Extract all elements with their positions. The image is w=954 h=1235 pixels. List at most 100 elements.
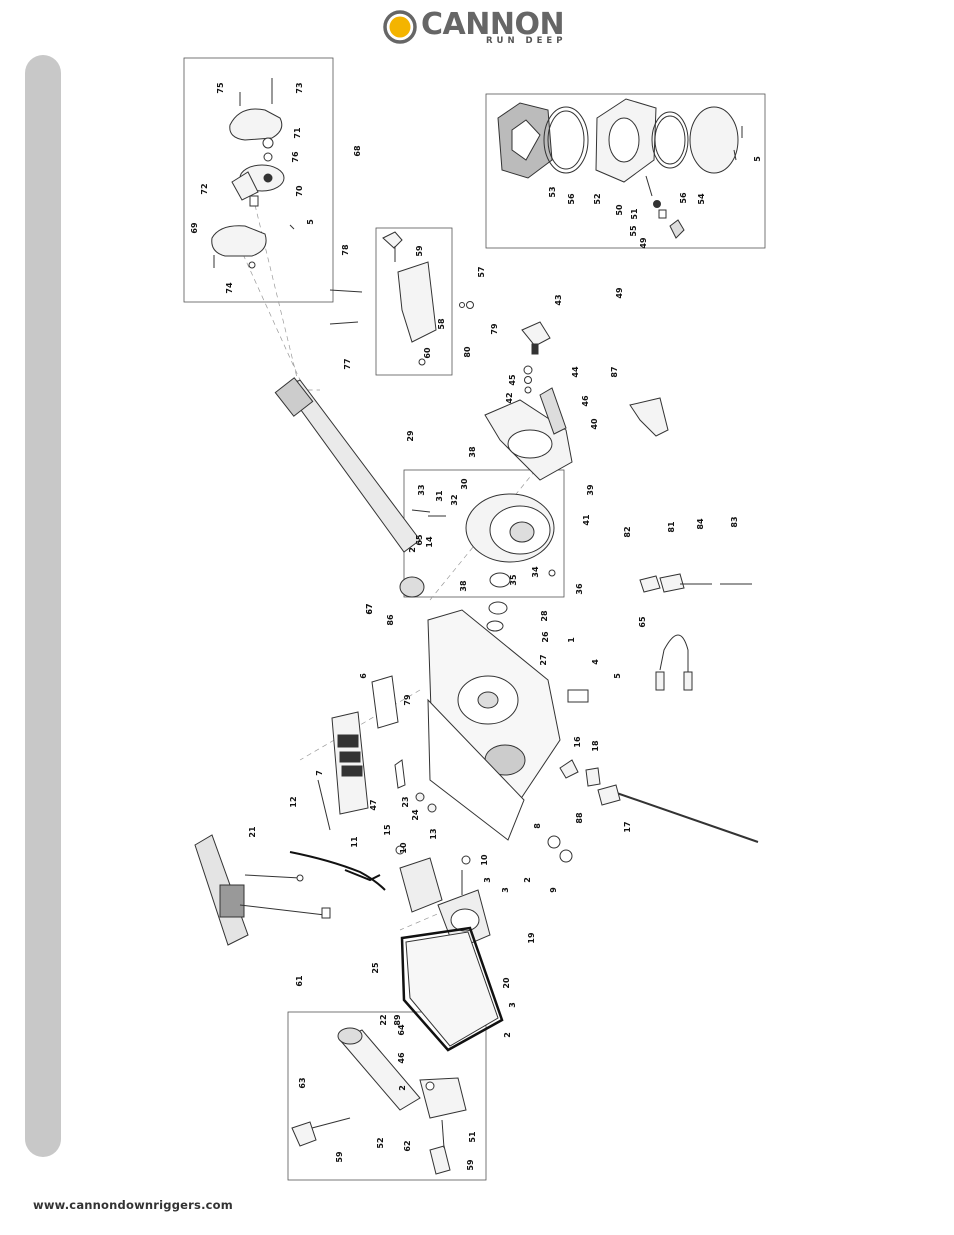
part-label-32: 32	[450, 494, 459, 505]
part-label-65: 65	[638, 616, 647, 628]
part-label-63: 63	[298, 1077, 307, 1088]
part-label-57: 57	[477, 266, 486, 277]
part-label-53: 53	[548, 186, 557, 197]
part-label-10: 10	[399, 842, 408, 854]
part-label-79: 79	[403, 694, 412, 706]
clutch-housing	[484, 321, 669, 481]
part-label-3: 3	[508, 1002, 517, 1008]
wire-harness	[289, 851, 386, 891]
part-label-83: 83	[730, 516, 739, 527]
spool-assembly	[411, 493, 556, 632]
part-label-30: 30	[460, 478, 469, 490]
part-label-2: 2	[398, 1085, 407, 1091]
part-label-1: 1	[567, 637, 576, 643]
part-label-84: 84	[696, 518, 705, 530]
part-label-24: 24	[411, 809, 420, 821]
part-label-62: 62	[403, 1140, 412, 1151]
part-label-2: 2	[408, 547, 417, 553]
part-label-59: 59	[466, 1159, 475, 1171]
part-label-60: 60	[423, 347, 432, 359]
part-label-51: 51	[468, 1131, 477, 1143]
gasket-plate-set	[497, 98, 743, 239]
part-label-2: 2	[503, 1032, 512, 1038]
part-label-81: 81	[667, 521, 676, 533]
part-label-9: 9	[549, 887, 558, 893]
part-label-61: 61	[295, 975, 304, 987]
rod-holder-assembly	[291, 1027, 467, 1175]
part-label-86: 86	[386, 614, 395, 626]
part-label-13: 13	[429, 828, 438, 839]
part-label-36: 36	[575, 583, 584, 595]
part-label-38: 38	[468, 446, 477, 458]
part-label-69: 69	[190, 222, 199, 234]
part-label-89: 89	[393, 1014, 402, 1026]
part-label-8: 8	[533, 823, 542, 829]
part-label-64: 64	[397, 1024, 406, 1036]
part-label-49: 49	[639, 237, 648, 249]
part-label-23: 23	[401, 796, 410, 807]
handle-knob-assembly	[211, 78, 295, 269]
inset-box-68	[183, 57, 334, 303]
part-label-42: 42	[505, 392, 514, 403]
part-label-7: 7	[315, 770, 324, 776]
lock-block-assembly	[329, 231, 474, 366]
part-label-6: 6	[359, 673, 368, 679]
part-label-2: 2	[523, 877, 532, 883]
logo-wordmark: CANNON	[421, 7, 565, 42]
part-label-31: 31	[435, 490, 444, 502]
part-label-67: 67	[365, 603, 374, 614]
part-label-27: 27	[539, 654, 548, 665]
part-label-21: 21	[248, 826, 257, 838]
part-label-28: 28	[540, 610, 549, 622]
part-label-88: 88	[575, 812, 584, 824]
loose-parts	[415, 573, 759, 863]
part-label-70: 70	[295, 185, 304, 197]
part-label-3: 3	[483, 877, 492, 883]
logo-tagline: RUN DEEP	[486, 36, 567, 46]
part-label-15: 15	[383, 824, 392, 836]
part-label-54: 54	[697, 193, 706, 205]
part-label-44: 44	[571, 366, 580, 378]
part-label-29: 29	[406, 430, 415, 442]
part-label-18: 18	[591, 740, 600, 752]
part-label-10: 10	[480, 854, 489, 866]
part-label-14: 14	[425, 536, 434, 548]
part-label-5: 5	[306, 219, 315, 225]
motor-assembly	[395, 845, 491, 951]
part-label-17: 17	[623, 821, 632, 832]
part-label-26: 26	[541, 631, 550, 643]
footer-url[interactable]: www.cannondownriggers.com	[33, 1198, 233, 1212]
base-plate	[405, 931, 499, 1047]
part-label-11: 11	[350, 836, 359, 848]
part-label-55: 55	[629, 225, 638, 237]
cannon-logo: CANNON RUN DEEP	[383, 6, 583, 50]
part-label-59: 59	[415, 245, 424, 257]
part-label-75: 75	[216, 82, 225, 94]
part-label-33: 33	[417, 484, 426, 495]
part-label-5: 5	[613, 673, 622, 679]
part-label-50: 50	[615, 204, 624, 216]
part-label-45: 45	[508, 374, 517, 386]
part-label-52: 52	[376, 1137, 385, 1148]
part-label-87: 87	[610, 366, 619, 377]
part-label-80: 80	[463, 346, 472, 358]
part-label-16: 16	[573, 736, 582, 748]
part-label-47: 47	[369, 799, 378, 810]
page-side-bar	[25, 55, 61, 1157]
part-label-3: 3	[501, 887, 510, 893]
part-label-40: 40	[590, 418, 599, 430]
part-label-49: 49	[615, 287, 624, 299]
base-gasket	[400, 926, 504, 1052]
part-label-41: 41	[582, 514, 591, 526]
part-label-38: 38	[459, 580, 468, 592]
part-label-74: 74	[225, 282, 234, 294]
inset-box-49	[485, 93, 766, 249]
part-label-34: 34	[531, 566, 540, 578]
part-label-58: 58	[437, 318, 446, 330]
part-label-4: 4	[591, 659, 600, 665]
part-label-82: 82	[623, 526, 632, 537]
part-label-79: 79	[490, 323, 499, 335]
part-label-78: 78	[341, 244, 350, 256]
